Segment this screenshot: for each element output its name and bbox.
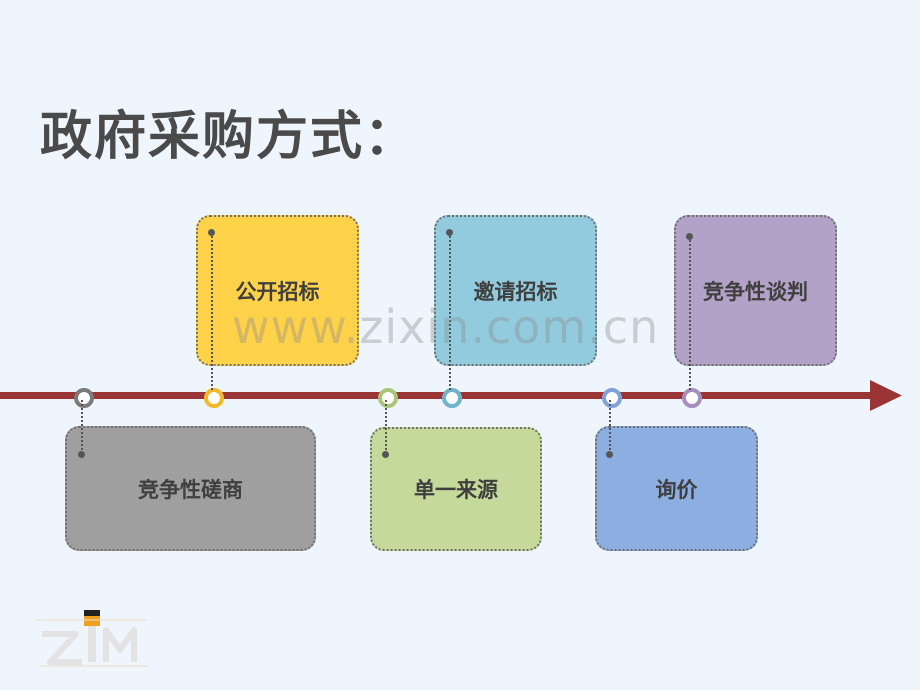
- method-label: 邀请招标: [473, 279, 558, 304]
- connector-dot: [686, 233, 693, 240]
- method-box-inquiry: 询价: [595, 426, 758, 551]
- zixin-logo-icon: [36, 610, 148, 667]
- timeline-arrow: [0, 380, 902, 411]
- method-label: 公开招标: [235, 279, 320, 304]
- connector-competitive-negotiation: [689, 237, 691, 390]
- page-title: 政府采购方式：: [40, 107, 419, 167]
- method-label: 竞争性谈判: [703, 279, 808, 304]
- method-label: 询价: [655, 477, 698, 502]
- connector-open-tender: [211, 233, 213, 390]
- timeline-node-yellow: [204, 388, 224, 408]
- method-box-competitive-negotiation: 竞争性谈判: [674, 215, 837, 366]
- connector-dot: [382, 451, 389, 458]
- connector-dot: [446, 229, 453, 236]
- timeline-node-green: [378, 388, 398, 408]
- method-box-single-source: 单一来源: [370, 427, 542, 551]
- method-box-competitive-consultation: 竞争性磋商: [65, 426, 316, 551]
- connector-competitive-consultation: [81, 400, 83, 454]
- method-box-open-tender: 公开招标: [196, 215, 359, 366]
- connector-invited-tender: [449, 233, 451, 390]
- timeline-node-purple: [682, 388, 702, 408]
- method-box-invited-tender: 邀请招标: [434, 215, 597, 366]
- method-label: 竞争性磋商: [138, 477, 243, 502]
- timeline-node-teal: [442, 388, 462, 408]
- connector-dot: [78, 451, 85, 458]
- timeline-node-blue: [602, 388, 622, 408]
- connector-dot: [606, 451, 613, 458]
- method-label: 单一来源: [414, 478, 498, 502]
- connector-single-source: [385, 400, 387, 454]
- timeline-node-gray: [74, 388, 94, 408]
- connector-inquiry: [609, 400, 611, 454]
- connector-dot: [208, 229, 215, 236]
